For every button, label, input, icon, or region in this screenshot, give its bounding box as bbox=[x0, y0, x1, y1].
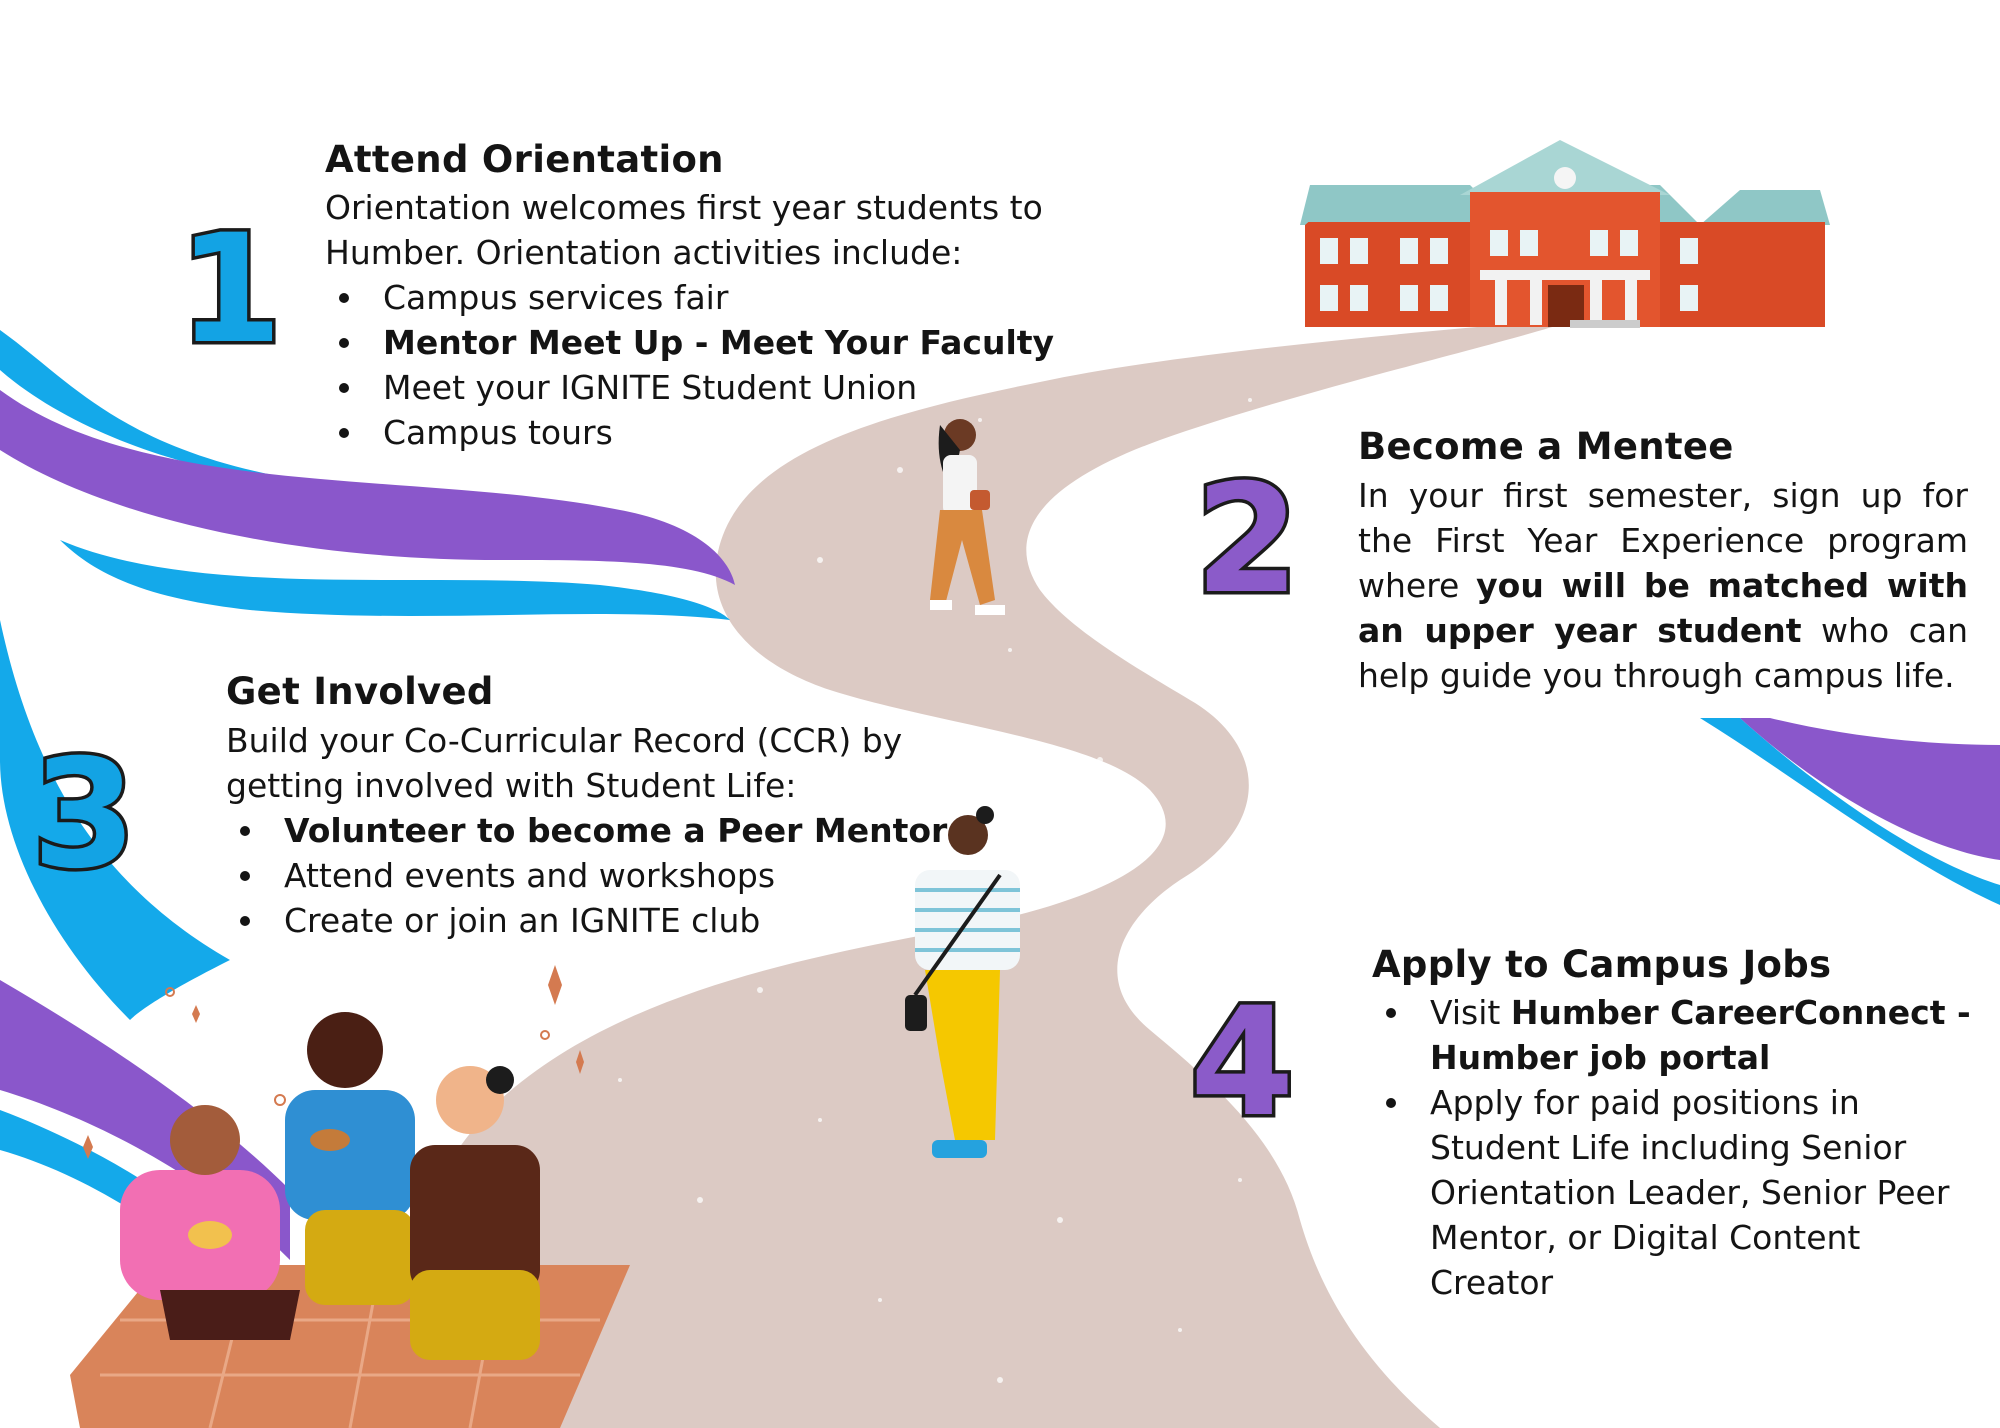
picnic-students-illustration bbox=[70, 1012, 630, 1428]
step-4-title: Apply to Campus Jobs bbox=[1372, 943, 1832, 986]
list-item: Campus tours bbox=[325, 410, 1054, 455]
step-1-title: Attend Orientation bbox=[325, 138, 724, 181]
list-item: Mentor Meet Up - Meet Your Faculty bbox=[325, 320, 1054, 365]
step-3-bullets: Volunteer to become a Peer Mentor Attend… bbox=[226, 808, 947, 943]
step-2-title: Become a Mentee bbox=[1358, 425, 1734, 468]
purple-wave-right bbox=[1740, 718, 2000, 860]
step-1-intro: Orientation welcomes first year students… bbox=[325, 188, 1043, 272]
step-number-2: 2 bbox=[1191, 453, 1302, 627]
blue-wave-upper bbox=[0, 330, 300, 480]
step-3-intro: Build your Co-Curricular Record (CCR) by… bbox=[226, 721, 903, 805]
list-item: Create or join an IGNITE club bbox=[226, 898, 947, 943]
list-item: Apply for paid positions in Student Life… bbox=[1372, 1080, 1982, 1305]
sparkle-icon bbox=[83, 965, 584, 1159]
blue-wave-lower bbox=[60, 540, 730, 620]
step-number-1: 1 bbox=[174, 203, 285, 377]
blue-wave-right bbox=[1700, 718, 2000, 905]
step-number-4: 4 bbox=[1186, 976, 1297, 1150]
step-2-body: In your first semester, sign up for the … bbox=[1358, 473, 1968, 698]
list-item: Meet your IGNITE Student Union bbox=[325, 365, 1054, 410]
step-2-body-end: who can help guide you through campus li… bbox=[1358, 611, 1968, 695]
university-building-illustration bbox=[1300, 140, 1830, 328]
step-2-body-start: In your first semester, sign up for the … bbox=[1358, 476, 1968, 605]
step-1-bullets: Campus services fair Mentor Meet Up - Me… bbox=[325, 275, 1054, 455]
list-item: Campus services fair bbox=[325, 275, 1054, 320]
step-2-body-bold: you will be matched with an upper year s… bbox=[1358, 566, 1969, 650]
step-4-bullets: Visit Humber CareerConnect - Humber job … bbox=[1372, 990, 1982, 1305]
winding-path bbox=[340, 318, 1580, 1428]
list-item: Attend events and workshops bbox=[226, 853, 947, 898]
blue-side-wave bbox=[0, 620, 230, 1020]
list-item: Visit Humber CareerConnect - Humber job … bbox=[1372, 990, 1982, 1080]
walking-student-illustration bbox=[905, 806, 1020, 1158]
step-4-bullet-1-bold: Humber CareerConnect - Humber job portal bbox=[1430, 993, 1971, 1077]
step-3-title: Get Involved bbox=[226, 670, 494, 713]
step-4-bullet-1-prefix: Visit bbox=[1430, 993, 1511, 1032]
purple-wave-upper bbox=[0, 390, 735, 585]
step-number-3: 3 bbox=[28, 728, 139, 902]
walking-student-illustration bbox=[930, 419, 1005, 615]
list-item: Volunteer to become a Peer Mentor bbox=[226, 808, 947, 853]
